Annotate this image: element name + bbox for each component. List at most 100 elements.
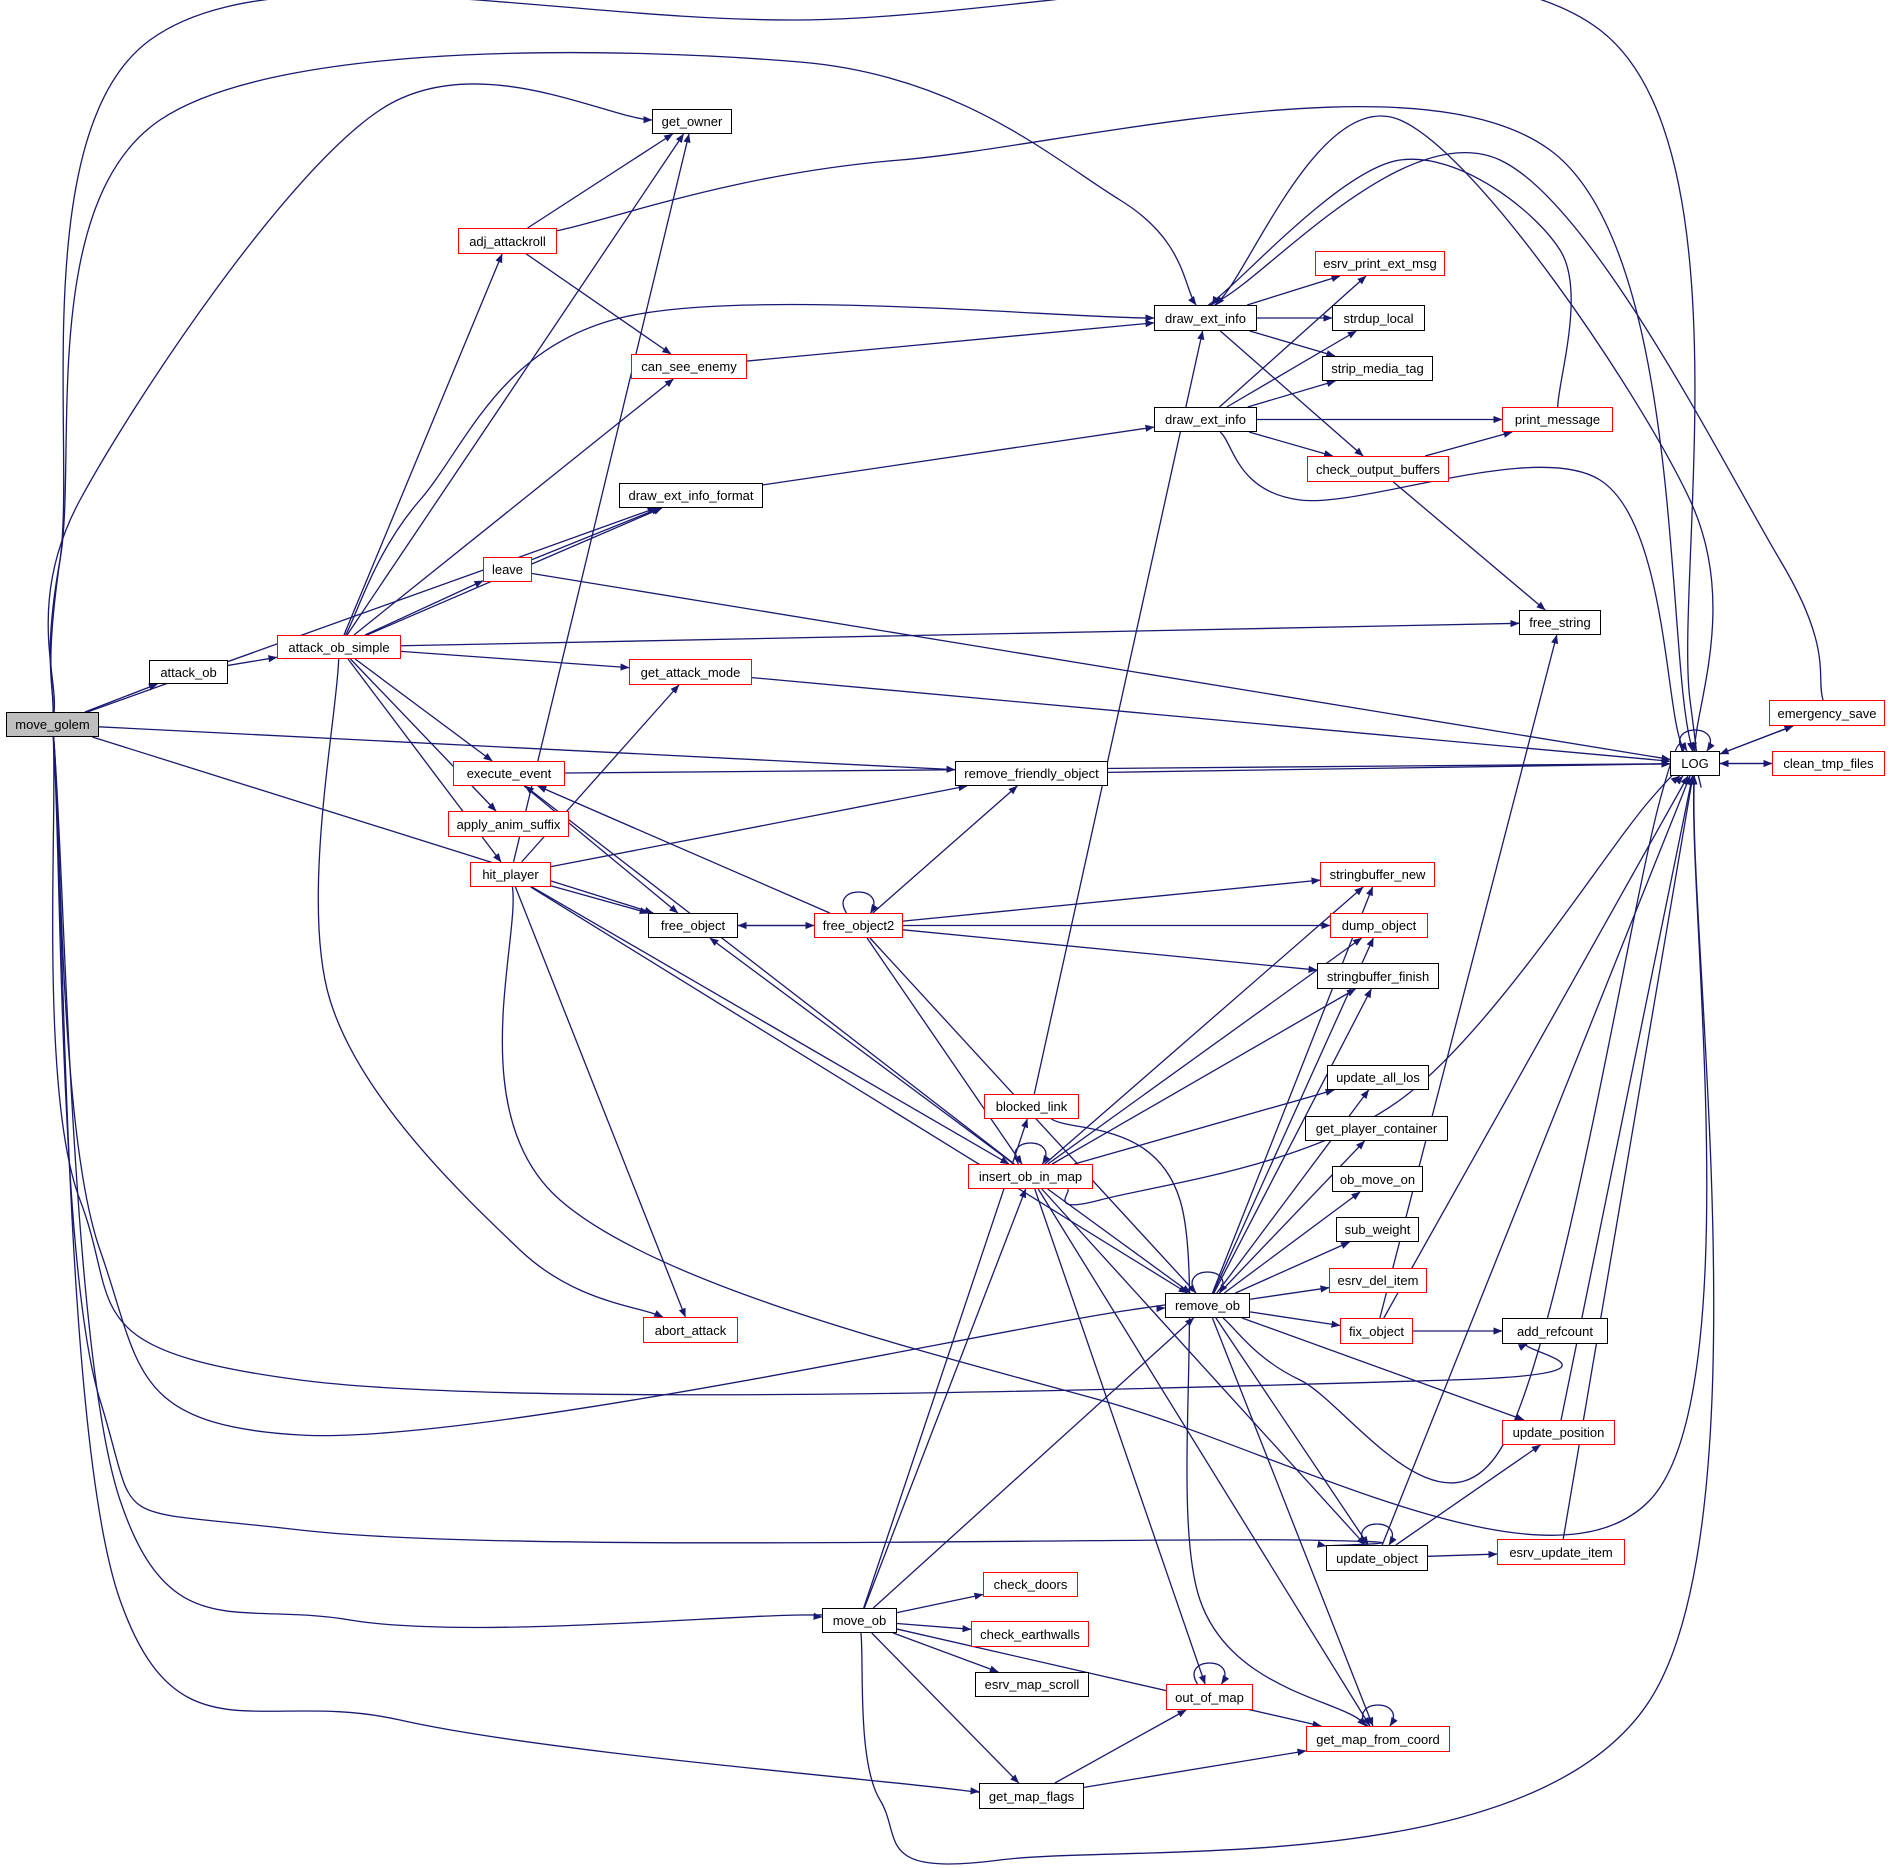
node-emergency-save[interactable]: emergency_save xyxy=(1769,700,1885,726)
edge-execute-event-to-free-object xyxy=(523,785,679,914)
edge-draw-ext-info-format-to-draw-ext-info-b xyxy=(762,424,1155,486)
node-can-see-enemy[interactable]: can_see_enemy xyxy=(631,354,747,379)
edge-leave-to-LOG xyxy=(531,572,1671,762)
edge-move-golem-to-remove-friendly-object xyxy=(98,726,956,773)
node-remove-ob[interactable]: remove_ob xyxy=(1165,1293,1250,1318)
node-dump-object[interactable]: dump_object xyxy=(1330,913,1428,938)
node-free-object[interactable]: free_object xyxy=(648,913,738,938)
node-label: remove_ob xyxy=(1174,1298,1241,1313)
node-draw-ext-info-format[interactable]: draw_ext_info_format xyxy=(619,483,763,508)
node-check-output-buffers[interactable]: check_output_buffers xyxy=(1307,456,1449,482)
edge-insert-ob-in-map-to-update-object xyxy=(1041,1188,1366,1546)
node-label: out_of_map xyxy=(1175,1689,1244,1705)
node-print-message[interactable]: print_message xyxy=(1502,407,1613,432)
node-attack-ob-simple[interactable]: attack_ob_simple xyxy=(277,635,401,659)
edge-draw-ext-info-b-to-LOG xyxy=(1219,431,1690,764)
edge-hit-player-to-LOG xyxy=(501,775,1708,1536)
edge-move-golem-to-move-ob xyxy=(52,736,842,1629)
node-hit-player[interactable]: hit_player xyxy=(470,862,551,887)
node-esrv-del-item[interactable]: esrv_del_item xyxy=(1329,1268,1427,1293)
node-check-doors[interactable]: check_doors xyxy=(983,1572,1078,1597)
edge-insert-ob-in-map-to-free-object xyxy=(709,937,1015,1165)
node-adj-attackroll[interactable]: adj_attackroll xyxy=(458,228,557,254)
edge-attack-ob-simple-to-free-string xyxy=(400,619,1520,647)
node-log[interactable]: LOG xyxy=(1670,751,1720,776)
edge-hit-player-to-abort-attack xyxy=(514,886,686,1318)
edge-fix-object-to-free-string xyxy=(1379,634,1559,1319)
node-update-object[interactable]: update_object xyxy=(1326,1545,1428,1571)
node-move-golem[interactable]: move_golem xyxy=(6,712,99,737)
edge-adj-attackroll-to-LOG xyxy=(556,105,1702,788)
edge-LOG-to-draw-ext-info-a xyxy=(1204,115,1714,752)
node-free-string[interactable]: free_string xyxy=(1519,610,1601,635)
node-strdup-local[interactable]: strdup_local xyxy=(1332,305,1425,331)
node-sub-weight[interactable]: sub_weight xyxy=(1336,1217,1419,1242)
node-blocked-link[interactable]: blocked_link xyxy=(984,1094,1079,1119)
node-abort-attack[interactable]: abort_attack xyxy=(643,1317,738,1343)
node-apply-anim-suffix[interactable]: apply_anim_suffix xyxy=(448,811,569,837)
node-get-map-flags[interactable]: get_map_flags xyxy=(979,1783,1084,1809)
node-ob-move-on[interactable]: ob_move_on xyxy=(1332,1166,1423,1192)
edge-attack-ob-simple-to-apply-anim-suffix xyxy=(350,658,497,812)
node-label: draw_ext_info xyxy=(1165,412,1246,427)
node-label: blocked_link xyxy=(995,1099,1068,1114)
node-label: strdup_local xyxy=(1343,310,1414,326)
node-label: move_golem xyxy=(15,717,90,732)
node-esrv-update-item[interactable]: esrv_update_item xyxy=(1497,1539,1625,1565)
node-esrv-map-scroll[interactable]: esrv_map_scroll xyxy=(975,1672,1089,1697)
edge-blocked-link-to-get-map-from-coord xyxy=(1051,1118,1375,1732)
node-fix-object[interactable]: fix_object xyxy=(1340,1318,1413,1344)
node-move-ob[interactable]: move_ob xyxy=(822,1608,897,1633)
node-insert-ob-in-map[interactable]: insert_ob_in_map xyxy=(968,1164,1093,1189)
edge-draw-ext-info-b-to-check-output-buffers xyxy=(1248,431,1334,458)
node-label: update_position xyxy=(1512,1425,1605,1440)
node-attack-ob[interactable]: attack_ob xyxy=(149,660,228,684)
edge-hit-player-to-remove-friendly-object xyxy=(550,784,968,868)
node-get-attack-mode[interactable]: get_attack_mode xyxy=(629,659,752,685)
node-label: move_ob xyxy=(832,1613,887,1628)
node-label: esrv_map_scroll xyxy=(984,1677,1080,1692)
edge-draw-ext-info-b-to-strip-media-tag xyxy=(1247,379,1336,408)
edge-get-map-from-coord-to-get-map-from-coord xyxy=(1362,1704,1398,1727)
edge-insert-ob-in-map-to-update-all-los xyxy=(1074,1088,1335,1165)
node-esrv-print-ext-msg[interactable]: esrv_print_ext_msg xyxy=(1315,251,1445,276)
node-draw-ext-info-2[interactable]: draw_ext_info xyxy=(1154,407,1257,432)
node-label: check_output_buffers xyxy=(1315,461,1441,477)
node-check-earthwalls[interactable]: check_earthwalls xyxy=(971,1621,1089,1647)
node-stringbuffer-new[interactable]: stringbuffer_new xyxy=(1320,862,1435,887)
node-label: esrv_update_item xyxy=(1509,1544,1613,1560)
edge-move-golem-to-draw-ext-info-a xyxy=(49,51,1197,713)
node-get-player-container[interactable]: get_player_container xyxy=(1305,1116,1448,1141)
node-out-of-map[interactable]: out_of_map xyxy=(1166,1684,1253,1710)
edge-update-object-to-update-object xyxy=(1361,1523,1397,1546)
edge-emergency-save-to-draw-ext-info-a xyxy=(1197,152,1824,701)
edge-move-golem-to-free-object xyxy=(92,736,654,914)
node-add-refcount[interactable]: add_refcount xyxy=(1502,1318,1608,1344)
edge-move-ob-to-blocked-link xyxy=(863,1118,1029,1609)
node-get-map-from-coord[interactable]: get_map_from_coord xyxy=(1306,1726,1450,1752)
node-get-owner[interactable]: get_owner xyxy=(652,109,732,134)
edge-update-object-to-LOG xyxy=(1381,775,1691,1546)
edge-remove-ob-to-get-map-from-coord xyxy=(1211,1317,1374,1727)
edge-out-of-map-to-out-of-map xyxy=(1193,1662,1230,1685)
edge-draw-ext-info-a-to-strip-media-tag xyxy=(1249,330,1336,358)
node-clean-tmp-files[interactable]: clean_tmp_files xyxy=(1772,751,1885,776)
node-label: LOG xyxy=(1681,756,1709,771)
node-update-all-los[interactable]: update_all_los xyxy=(1327,1065,1429,1090)
edge-move-golem-to-attack-ob xyxy=(84,683,158,713)
node-remove-friendly-object[interactable]: remove_friendly_object xyxy=(955,761,1108,786)
node-label: leave xyxy=(491,562,524,577)
edge-move-ob-to-LOG xyxy=(860,775,1715,1865)
node-update-position[interactable]: update_position xyxy=(1502,1420,1615,1445)
node-strip-media-tag[interactable]: strip_media_tag xyxy=(1322,356,1433,381)
node-stringbuffer-finish[interactable]: stringbuffer_finish xyxy=(1317,963,1439,989)
node-free-object2[interactable]: free_object2 xyxy=(814,913,903,938)
node-label: get_map_flags xyxy=(988,1788,1075,1804)
node-leave[interactable]: leave xyxy=(483,557,532,582)
edge-remove-ob-to-esrv-del-item xyxy=(1249,1285,1330,1300)
node-execute-event[interactable]: execute_event xyxy=(453,761,565,786)
node-draw-ext-info[interactable]: draw_ext_info xyxy=(1154,305,1257,331)
node-label: clean_tmp_files xyxy=(1783,756,1874,771)
edge-move-golem-to-remove-ob xyxy=(52,736,1204,1437)
edge-insert-ob-in-map-to-remove-ob xyxy=(1047,1188,1191,1294)
